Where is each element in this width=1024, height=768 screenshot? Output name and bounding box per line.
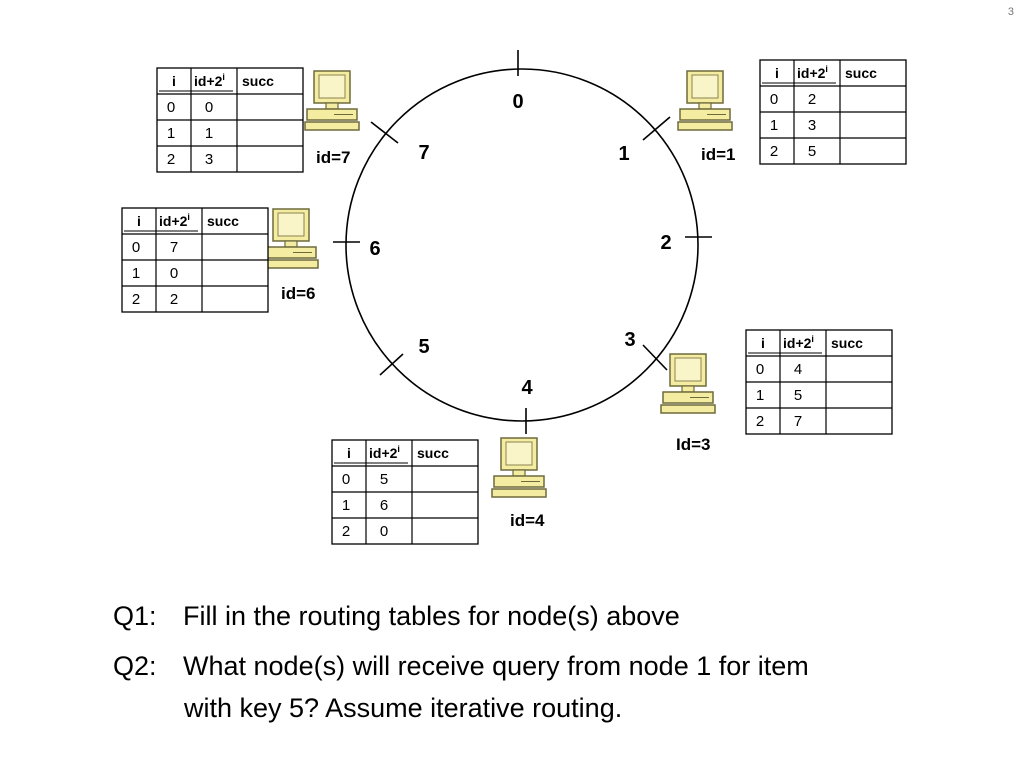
question-2-continuation: with key 5? Assume iterative routing. [184,693,623,723]
ring-label-0: 0 [512,91,523,113]
table-header-i: i [775,65,779,81]
computer-icon-node-7 [304,70,360,131]
table-cell-id-plus-2i: 0 [205,99,213,116]
table-header-id-plus-2i: id+2i [797,64,828,81]
table-header-i: i [347,445,351,461]
table-cell-id-plus-2i: 0 [380,523,388,540]
table-header-succ: succ [417,445,449,461]
ring-label-6: 6 [369,238,380,260]
table-cell-i: 1 [770,117,778,134]
tick-3 [642,344,668,371]
table-cell-i: 2 [342,523,350,540]
question-1-text: Fill in the routing tables for node(s) a… [183,601,680,631]
table-cell-id-plus-2i: 0 [170,265,178,282]
ring-label-1: 1 [618,143,629,165]
table-header-id-plus-2i: id+2i [783,334,814,351]
node-label-1: id=1 [701,145,736,164]
node-label-4: id=4 [510,511,545,530]
table-header-i: i [761,335,765,351]
routing-table-node-1: i id+2i succ 0 2 1 3 2 5 [759,59,907,165]
table-cell-id-plus-2i: 3 [808,117,816,134]
question-1-label: Q1: [113,601,157,631]
table-cell-i: 2 [132,291,140,308]
question-2: Q2: What node(s) will receive query from … [113,650,809,682]
table-header-id-plus-2i: id+2i [369,444,400,461]
question-2-label: Q2: [113,651,157,681]
ring-label-7: 7 [418,142,429,164]
routing-table-node-3: i id+2i succ 0 4 1 5 2 7 [745,329,893,435]
question-2-text: What node(s) will receive query from nod… [183,651,809,681]
table-cell-i: 0 [167,99,175,116]
computer-icon-node-3 [660,353,716,414]
table-cell-i: 0 [132,239,140,256]
table-cell-id-plus-2i: 5 [794,387,802,404]
table-cell-i: 1 [342,497,350,514]
table-cell-i: 0 [770,91,778,108]
table-header-id-plus-2i: id+2i [159,212,190,229]
table-cell-i: 0 [342,471,350,488]
table-header-id-plus-2i: id+2i [194,72,225,89]
table-cell-i: 1 [756,387,764,404]
table-cell-id-plus-2i: 7 [794,413,802,430]
table-header-i: i [137,213,141,229]
computer-icon-node-1 [677,70,733,131]
node-label-3: Id=3 [676,435,711,454]
computer-icon-node-6 [263,208,319,269]
ring-label-4: 4 [521,377,533,399]
table-header-succ: succ [207,213,239,229]
table-cell-id-plus-2i: 6 [380,497,388,514]
table-cell-i: 1 [132,265,140,282]
table-header-i: i [172,73,176,89]
tick-7 [370,121,399,144]
table-cell-id-plus-2i: 2 [808,91,816,108]
ring [333,50,712,434]
table-cell-i: 0 [756,361,764,378]
table-cell-i: 2 [167,151,175,168]
routing-table-node-7: i id+2i succ 0 0 1 1 2 3 [156,67,304,173]
table-cell-id-plus-2i: 1 [205,125,213,142]
node-label-7: id=7 [316,148,351,167]
table-cell-id-plus-2i: 7 [170,239,178,256]
table-cell-i: 1 [167,125,175,142]
table-cell-id-plus-2i: 3 [205,151,213,168]
table-header-succ: succ [845,65,877,81]
table-cell-i: 2 [770,143,778,160]
ring-label-5: 5 [418,336,429,358]
table-cell-id-plus-2i: 5 [808,143,816,160]
ring-label-3: 3 [624,329,635,351]
table-header-succ: succ [831,335,863,351]
routing-table-node-4: i id+2i succ 0 5 1 6 2 0 [331,439,479,545]
question-1: Q1: Fill in the routing tables for node(s… [113,600,680,632]
table-cell-id-plus-2i: 2 [170,291,178,308]
computer-icon-node-4 [491,437,547,498]
table-cell-id-plus-2i: 5 [380,471,388,488]
table-header-succ: succ [242,73,274,89]
table-cell-id-plus-2i: 4 [794,361,802,378]
node-label-6: id=6 [281,284,316,303]
table-cell-i: 2 [756,413,764,430]
ring-label-2: 2 [660,232,671,254]
page-number: 3 [1007,6,1014,18]
tick-1 [642,116,671,141]
routing-table-node-6: i id+2i succ 0 7 1 0 2 2 [121,207,269,313]
tick-5 [379,353,404,376]
